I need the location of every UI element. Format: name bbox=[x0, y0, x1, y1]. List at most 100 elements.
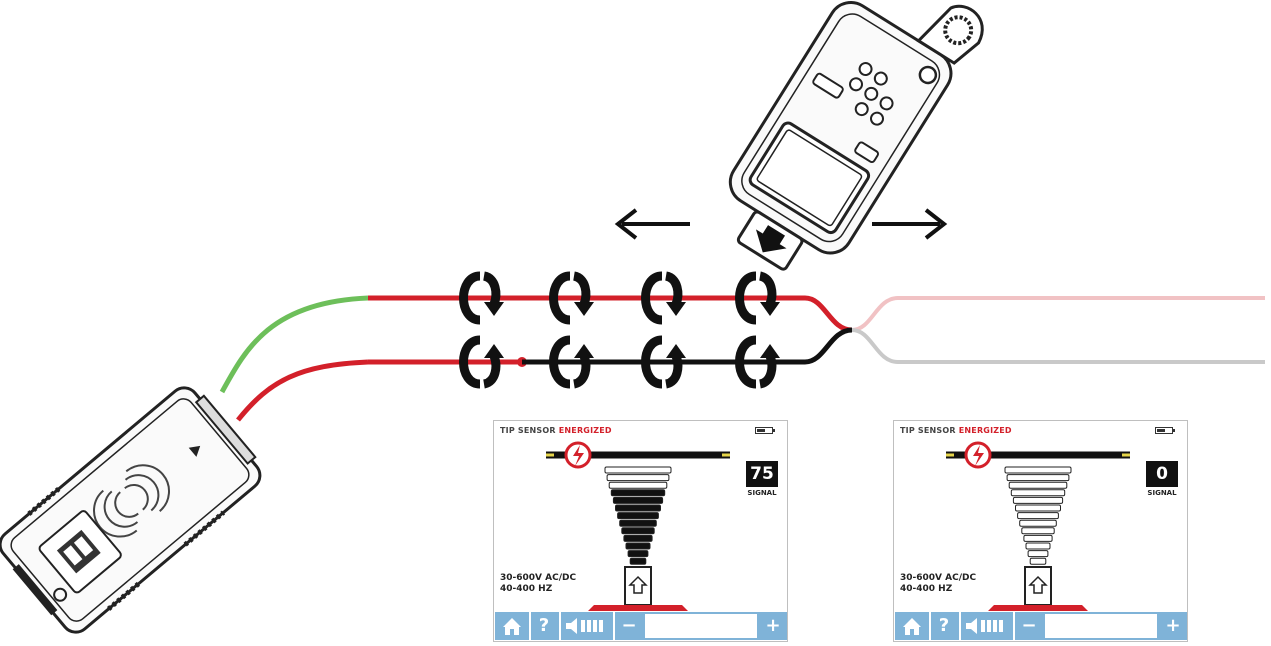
field-arrows bbox=[459, 271, 780, 389]
signal-bar-empty bbox=[1008, 481, 1068, 489]
lightning-icon bbox=[564, 441, 592, 469]
toolbar-divider bbox=[959, 612, 961, 640]
signal-bar-empty bbox=[1006, 474, 1070, 482]
signal-bar-filled bbox=[627, 550, 649, 558]
voltage-line-2: 40-400 HZ bbox=[900, 584, 953, 594]
volume-button[interactable] bbox=[561, 613, 611, 639]
battery-fill bbox=[757, 429, 766, 432]
circular-arrow-icon bbox=[459, 271, 504, 325]
help-button[interactable]: ? bbox=[531, 613, 557, 639]
header-status: ENERGIZED bbox=[958, 426, 1012, 435]
signal-bar-filled bbox=[619, 519, 657, 527]
home-icon bbox=[903, 618, 921, 635]
signal-bar-empty bbox=[1019, 519, 1057, 527]
toolbar-divider bbox=[613, 612, 615, 640]
screen-toolbar: ? − + bbox=[895, 612, 1187, 640]
toolbar-divider bbox=[559, 612, 561, 640]
signal-bar-empty bbox=[606, 474, 670, 482]
sensor-handle bbox=[988, 566, 1088, 611]
header-status: ENERGIZED bbox=[558, 426, 612, 435]
signal-bar-filled bbox=[629, 557, 647, 565]
voltage-line-1: 30-600V AC/DC bbox=[900, 573, 977, 583]
green-lead bbox=[219, 295, 369, 394]
circular-arrow-icon bbox=[735, 335, 780, 389]
signal-label: SIGNAL bbox=[747, 489, 777, 497]
signal-bar-empty bbox=[1021, 527, 1055, 535]
signal-bar-empty bbox=[604, 466, 672, 474]
toolbar-divider bbox=[529, 612, 531, 640]
gain-slider-track[interactable] bbox=[645, 614, 757, 638]
signal-bar-empty bbox=[608, 481, 668, 489]
home-button[interactable] bbox=[897, 613, 927, 639]
transmitter-unit bbox=[0, 386, 262, 634]
header-prefix: TIP SENSOR bbox=[900, 426, 959, 435]
signal-bar-filled bbox=[621, 527, 655, 535]
circular-arrow-icon bbox=[641, 335, 686, 389]
signal-bar-empty bbox=[1023, 534, 1053, 542]
circular-arrow-icon bbox=[641, 271, 686, 325]
signal-value: 0 bbox=[1146, 461, 1178, 487]
speaker-grille bbox=[93, 464, 170, 538]
home-button[interactable] bbox=[497, 613, 527, 639]
sensor-graphic bbox=[946, 441, 1130, 611]
signal-bar-empty bbox=[1017, 512, 1059, 520]
sensor-graphic bbox=[546, 441, 730, 611]
panel-header: TIP SENSOR ENERGIZED bbox=[500, 426, 612, 435]
gain-slider-track[interactable] bbox=[1045, 614, 1157, 638]
circular-arrow-icon bbox=[735, 271, 780, 325]
screen-toolbar: ? − + bbox=[495, 612, 787, 640]
handheld-receiver bbox=[728, 1, 984, 271]
lightning-icon bbox=[964, 441, 992, 469]
red-lead bbox=[236, 359, 369, 422]
header-prefix: TIP SENSOR bbox=[500, 426, 559, 435]
signal-bar-filled bbox=[617, 512, 659, 520]
signal-bar-empty bbox=[1004, 466, 1072, 474]
speaker-icon bbox=[566, 618, 603, 634]
signal-bar-filled bbox=[615, 504, 661, 512]
lower-conductor-faded bbox=[851, 328, 1265, 364]
clamp-jaw bbox=[916, 4, 984, 65]
signal-bar-filled bbox=[623, 534, 653, 542]
speaker-icon bbox=[966, 618, 1003, 634]
voltage-range: 30-600V AC/DC 40-400 HZ bbox=[500, 573, 576, 595]
signal-bar-filled bbox=[625, 542, 651, 550]
signal-bar-filled bbox=[610, 489, 666, 497]
decrease-button[interactable]: − bbox=[615, 613, 643, 639]
circular-arrow-icon bbox=[549, 335, 594, 389]
circular-arrow-icon bbox=[549, 271, 594, 325]
volume-button[interactable] bbox=[961, 613, 1011, 639]
signal-bar-empty bbox=[1025, 542, 1051, 550]
signal-bar-filled bbox=[612, 496, 664, 504]
circular-arrow-icon bbox=[459, 335, 504, 389]
keypad bbox=[812, 62, 894, 164]
signal-bar-empty bbox=[1012, 496, 1064, 504]
battery-fill bbox=[1157, 429, 1166, 432]
toolbar-divider bbox=[1013, 612, 1015, 640]
signal-bars bbox=[1004, 466, 1072, 565]
increase-button[interactable]: + bbox=[1159, 613, 1187, 639]
upper-conductor-faded bbox=[851, 296, 1265, 332]
receiver-screen-strong-signal: TIP SENSOR ENERGIZED 75 SIGNAL 30-600V A… bbox=[493, 420, 788, 642]
panel-header: TIP SENSOR ENERGIZED bbox=[900, 426, 1012, 435]
help-button[interactable]: ? bbox=[931, 613, 957, 639]
arrow-right-icon bbox=[872, 208, 948, 240]
home-icon bbox=[503, 618, 521, 635]
battery-icon bbox=[1155, 427, 1175, 434]
receiver-screen-no-signal: TIP SENSOR ENERGIZED 0 SIGNAL 30-600V AC… bbox=[893, 420, 1188, 642]
signal-bar-empty bbox=[1015, 504, 1061, 512]
voltage-line-2: 40-400 HZ bbox=[500, 584, 553, 594]
lower-conductor-black bbox=[522, 327, 853, 365]
battery-icon bbox=[755, 427, 775, 434]
voltage-range: 30-600V AC/DC 40-400 HZ bbox=[900, 573, 976, 595]
signal-value: 75 bbox=[746, 461, 778, 487]
voltage-line-1: 30-600V AC/DC bbox=[500, 573, 577, 583]
tip-sensor bbox=[736, 210, 804, 271]
increase-button[interactable]: + bbox=[759, 613, 787, 639]
signal-bar-empty bbox=[1010, 489, 1066, 497]
signal-bar-empty bbox=[1029, 557, 1047, 565]
arrow-left-icon bbox=[614, 208, 690, 240]
signal-bars bbox=[604, 466, 672, 565]
sensor-handle bbox=[588, 566, 688, 611]
decrease-button[interactable]: − bbox=[1015, 613, 1043, 639]
